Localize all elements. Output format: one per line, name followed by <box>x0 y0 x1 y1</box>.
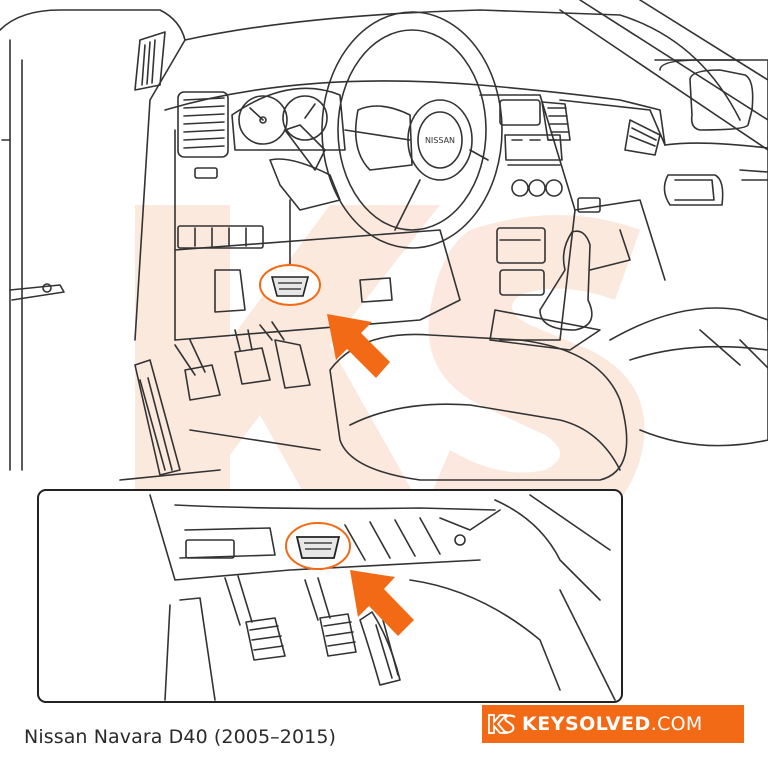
watermark-logo <box>135 205 645 545</box>
pointer-arrow-icon <box>327 314 390 378</box>
obd-port-icon <box>285 522 351 570</box>
brand-banner[interactable]: KEYSOLVED.COM <box>482 705 744 743</box>
vehicle-caption: Nissan Navara D40 (2005–2015) <box>24 726 337 748</box>
obd-port-icon <box>259 264 321 306</box>
pointer-arrow-icon <box>350 570 414 636</box>
ks-logo-icon <box>482 705 522 743</box>
dashboard-drawing <box>0 0 768 481</box>
nissan-badge-text: NISSAN <box>425 136 455 145</box>
inset-detail <box>37 489 623 703</box>
brand-suffix: .COM <box>650 713 703 735</box>
brand-name: KEYSOLVED <box>522 713 651 735</box>
